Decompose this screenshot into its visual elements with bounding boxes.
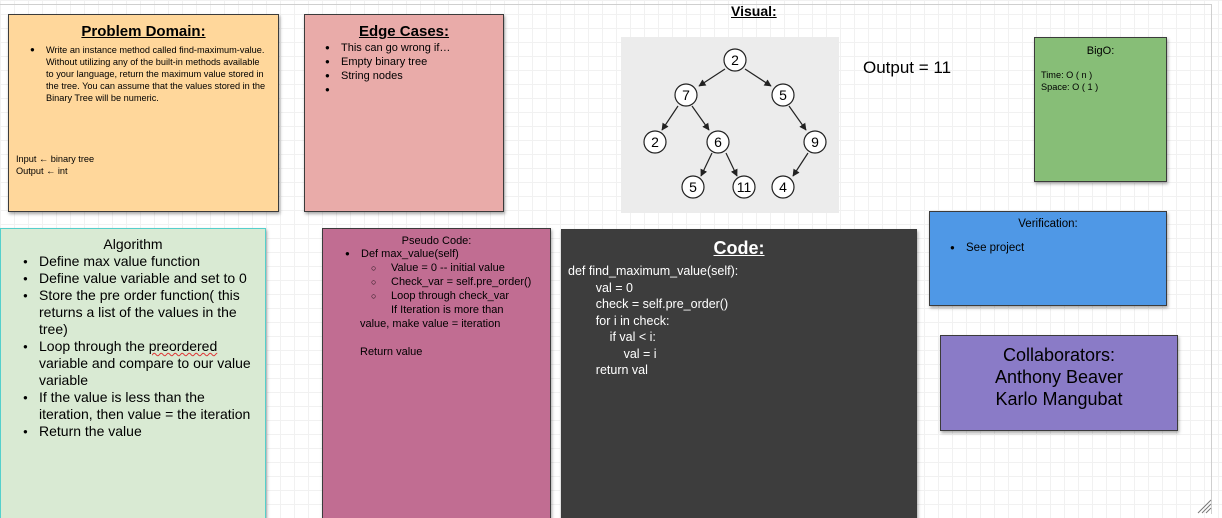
edge-root-right: [744, 68, 772, 87]
problem-domain-title: Problem Domain:: [81, 23, 206, 40]
tree-node-circle: [732, 175, 756, 199]
edge-6-5: [700, 152, 713, 177]
verification-title: Verification:: [1018, 218, 1078, 230]
bigo-lines: Time: O ( n ) Space: O ( 1 ): [1041, 69, 1166, 93]
pseudo-code-list: Def max_value(self): [345, 247, 550, 261]
code-card[interactable]: Code: def find_maximum_value(self): val …: [561, 229, 917, 518]
tree-node-rr: 9: [811, 134, 819, 150]
edge-cases-title: Edge Cases:: [358, 23, 450, 40]
algorithm-step-text: variable and compare to our value variab…: [39, 355, 251, 388]
algorithm-title: Algorithm: [103, 236, 163, 252]
verification-item: See project: [950, 241, 1166, 255]
tree-node-circle: [681, 175, 705, 199]
tree-node-root: 2: [731, 52, 739, 68]
collaborators-card[interactable]: Collaborators: Anthony Beaver Karlo Mang…: [940, 335, 1178, 431]
resize-handle-icon[interactable]: [1196, 498, 1212, 514]
problem-domain-list: Write an instance method called find-max…: [30, 44, 268, 104]
output-label[interactable]: Output = 11: [863, 58, 952, 77]
algorithm-step: Define value variable and set to 0: [23, 270, 261, 287]
tree-edges: [661, 68, 809, 177]
pseudo-code-title: Pseudo Code:: [401, 235, 472, 247]
pseudo-sub-item: Check_var = self.pre_order(): [371, 275, 550, 289]
problem-domain-input: Input ← binary tree: [16, 154, 95, 164]
tree-node-lr: 6: [714, 134, 722, 150]
algorithm-step: Store the pre order function( this retur…: [23, 287, 261, 338]
problem-domain-card[interactable]: Problem Domain: Write an instance method…: [8, 14, 279, 212]
tree-node-r: 5: [779, 87, 787, 103]
edge-cases-card[interactable]: Edge Cases: This can go wrong if… Empty …: [304, 14, 504, 212]
verification-card[interactable]: Verification: See project: [929, 211, 1167, 306]
edge-7-6: [691, 105, 710, 131]
edge-case-item: Empty binary tree: [325, 55, 493, 69]
tree-node-circle: [803, 130, 827, 154]
algorithm-step: Return the value: [23, 423, 261, 440]
pseudo-code-body: Def max_value(self) Value = 0 -- initial…: [345, 247, 550, 359]
tree-node-circle: [643, 130, 667, 154]
problem-domain-bullet: Write an instance method called find-max…: [30, 44, 268, 104]
edge-6-11: [725, 152, 738, 177]
tree-node-circle: [771, 83, 795, 107]
tree-node-lrr: 11: [737, 179, 752, 195]
tree-node-rrl: 4: [779, 179, 787, 195]
bigo-title: BigO:: [1086, 45, 1115, 57]
tree-node-lrl: 5: [689, 179, 697, 195]
pseudo-if-line: If Iteration is more than: [391, 304, 504, 316]
code-title: Code:: [713, 238, 765, 258]
edge-7-2: [661, 105, 679, 131]
pseudo-def-line: Def max_value(self): [345, 247, 550, 261]
edge-case-item-empty: [325, 83, 493, 97]
bigo-time: Time: O ( n ): [1041, 70, 1093, 80]
spellcheck-word: preordered: [148, 338, 218, 354]
algorithm-step: If the value is less than the iteration,…: [23, 389, 261, 423]
pseudo-if-line-2: value, make value = iteration: [360, 318, 501, 330]
collaborator-name: Karlo Mangubat: [995, 389, 1123, 409]
edge-9-4: [792, 152, 809, 177]
verification-list: See project: [950, 241, 1166, 255]
tree-node-circle: [771, 175, 795, 199]
tree-node-circle: [723, 48, 747, 72]
pseudo-return-line: Return value: [360, 346, 423, 358]
bigo-space: Space: O ( 1 ): [1041, 82, 1099, 92]
collaborator-name: Anthony Beaver: [994, 367, 1124, 387]
pseudo-sub-item: Loop through check_var: [371, 289, 550, 303]
bigo-card[interactable]: BigO: Time: O ( n ) Space: O ( 1 ): [1034, 37, 1167, 182]
pseudo-code-sublist: Value = 0 -- initial value Check_var = s…: [371, 261, 550, 317]
pseudo-sub-item: Value = 0 -- initial value: [371, 261, 550, 275]
edge-cases-list: This can go wrong if… Empty binary tree …: [325, 41, 493, 97]
algorithm-step-text: Loop through the: [39, 338, 149, 354]
tree-node-circle: [706, 130, 730, 154]
tree-node-ll: 2: [651, 134, 659, 150]
tree-node-circle: [674, 83, 698, 107]
pseudo-code-card[interactable]: Pseudo Code: Def max_value(self) Value =…: [322, 228, 551, 518]
tree-nodes: 2 7 5 2 6 9 5 11 4: [643, 48, 827, 199]
tree-node-l: 7: [682, 87, 690, 103]
edge-5-9: [788, 105, 807, 131]
edge-root-left: [698, 68, 726, 87]
collaborators-title: Collaborators:: [1002, 345, 1116, 365]
edge-case-item: String nodes: [325, 69, 493, 83]
algorithm-step: Define max value function: [23, 253, 261, 270]
algorithm-list: Define max value function Define value v…: [23, 253, 261, 440]
problem-domain-io: Input ← binary tree Output ← int: [16, 153, 94, 177]
edge-case-item: This can go wrong if…: [325, 41, 493, 55]
board-frame: [0, 4, 1212, 514]
problem-domain-output: Output ← int: [16, 166, 68, 176]
code-block: def find_maximum_value(self): val = 0 ch…: [568, 264, 739, 377]
binary-tree-svg: 2 7 5 2 6 9 5 11 4: [643, 48, 827, 199]
visual-title: Visual:: [731, 3, 777, 19]
algorithm-step: Loop through the preordered variable and…: [23, 338, 261, 389]
binary-tree-image[interactable]: 2 7 5 2 6 9 5 11 4: [621, 37, 839, 213]
algorithm-card[interactable]: Algorithm Define max value function Defi…: [0, 228, 266, 518]
